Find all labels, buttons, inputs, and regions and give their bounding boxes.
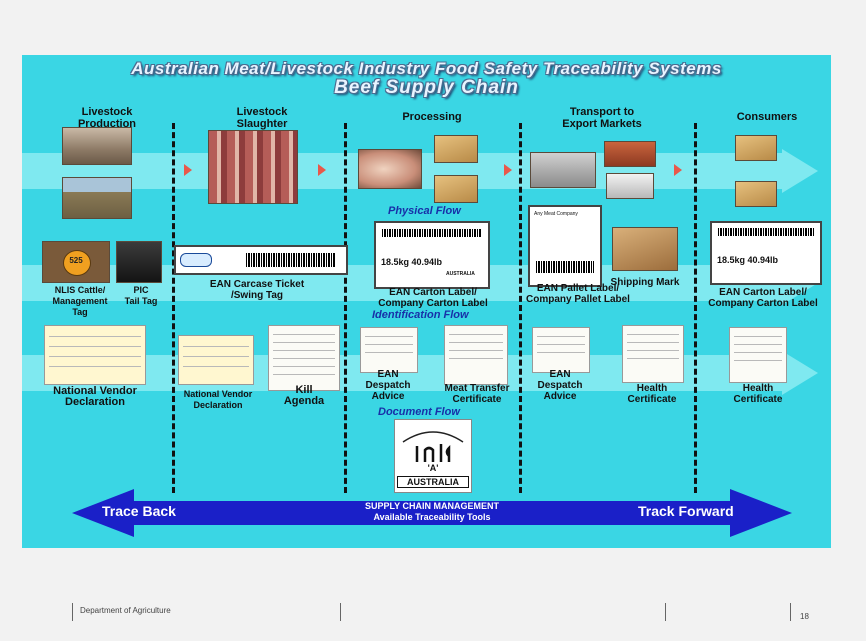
- health-certificate-image: [622, 325, 684, 383]
- carton-weight: 18.5kg 40.94lb: [717, 255, 779, 265]
- trace-back-arrowhead: [72, 489, 134, 537]
- nlis-tag-label: NLIS Cattle/ Management Tag: [52, 285, 108, 317]
- carton-mark: AUSTRALIA: [446, 271, 475, 277]
- slide-subtitle: Beef Supply Chain: [334, 77, 519, 98]
- halal-letter: 'A': [427, 463, 439, 473]
- processing-carton-label-image: 18.5kg 40.94lb AUSTRALIA: [374, 221, 490, 289]
- nvd-document-image: [44, 325, 146, 385]
- despatch-advice-image: [360, 327, 418, 373]
- carcase-ticket-image: [174, 245, 348, 275]
- consumer-carton-label: EAN Carton Label/ Company Carton Label: [708, 287, 818, 309]
- health-certificate-image: [729, 327, 787, 383]
- barcode-icon: [246, 253, 336, 267]
- slide: Australian Meat/Livestock Industry Food …: [22, 55, 831, 548]
- barcode-icon: [536, 261, 594, 273]
- shipping-mark-label: Shipping Mark: [610, 277, 680, 288]
- barcode-icon: [382, 229, 482, 237]
- traceability-tools-label: Available Traceability Tools: [373, 512, 491, 522]
- halal-logo: 'A' AUSTRALIA: [394, 419, 472, 493]
- meat-transfer-certificate-label: Meat Transfer Certificate: [444, 383, 510, 405]
- halal-country: AUSTRALIA: [397, 476, 469, 488]
- slide-title: Australian Meat/Livestock Industry Food …: [131, 59, 722, 78]
- footer-divider: [340, 603, 341, 621]
- tag-number: 525: [69, 256, 83, 265]
- carton-weight: 18.5kg 40.94lb: [381, 257, 443, 267]
- carcase-photo: [208, 130, 298, 204]
- meat-transfer-certificate-image: [444, 325, 508, 385]
- carton-photo: [735, 135, 777, 161]
- nlis-ear-tag-photo: 525: [42, 241, 110, 283]
- column-heading-transport: Transport to Export Markets: [562, 106, 642, 130]
- stage-arrow: [674, 164, 682, 176]
- physical-flow-label: Physical Flow: [388, 205, 461, 217]
- despatch-advice-transport-label: EAN Despatch Advice: [537, 369, 583, 402]
- truck-photo: [530, 152, 596, 188]
- trace-back-label: Trace Back: [102, 503, 176, 519]
- shipping-mark-photo: [612, 227, 678, 271]
- pallet-label: EAN Pallet Label/ Company Pallet Label: [526, 283, 630, 305]
- carton-photo: [735, 181, 777, 207]
- column-divider: [519, 123, 522, 493]
- carton-photo: [434, 135, 478, 163]
- footer-divider: [790, 603, 791, 621]
- footer-page-number: 18: [800, 612, 809, 621]
- column-heading-processing: Processing: [402, 111, 462, 123]
- tail-tag-photo: [116, 241, 162, 283]
- kill-agenda-label: Kill Agenda: [283, 384, 325, 407]
- despatch-advice-processing-label: EAN Despatch Advice: [365, 369, 411, 402]
- column-divider: [172, 123, 175, 493]
- nvd-document-image: [178, 335, 254, 385]
- meat-cut-photo: [358, 149, 422, 189]
- footer-divider: [665, 603, 666, 621]
- pallet-label-image: Any Meat Company: [528, 205, 602, 287]
- document-flow-label: Document Flow: [378, 406, 460, 418]
- arrow-body: [132, 501, 732, 525]
- despatch-advice-image: [532, 327, 590, 373]
- barcode-icon: [718, 228, 814, 236]
- supply-chain-management-label: SUPPLY CHAIN MANAGEMENT: [364, 501, 499, 511]
- physical-flow-band-tip: [782, 149, 818, 193]
- pic-tail-tag-label: PIC Tail Tag: [124, 285, 158, 306]
- column-divider: [344, 123, 347, 493]
- health-certificate-consumer-label: Health Certificate: [733, 383, 783, 405]
- footer-divider: [72, 603, 73, 621]
- cattle-photo: [62, 127, 132, 165]
- nvd-production-label: National Vendor Declaration: [53, 385, 137, 408]
- stage-arrow: [184, 164, 192, 176]
- track-forward-arrowhead: [730, 489, 792, 537]
- pallet-company: Any Meat Company: [534, 211, 578, 217]
- column-heading-consumers: Consumers: [736, 111, 798, 123]
- supply-chain-arrow: Trace Back SUPPLY CHAIN MANAGEMENT Avail…: [72, 489, 792, 537]
- swing-tag-hook-icon: [180, 253, 212, 267]
- health-certificate-transport-label: Health Certificate: [627, 383, 677, 405]
- feedlot-photo: [62, 177, 132, 219]
- carton-photo: [434, 175, 478, 203]
- container-photo: [606, 173, 654, 199]
- footer-department: Department of Agriculture: [80, 606, 171, 615]
- column-heading-livestock-slaughter: Livestock Slaughter: [236, 106, 288, 130]
- track-forward-label: Track Forward: [638, 503, 734, 519]
- carcase-ticket-label: EAN Carcase Ticket /Swing Tag: [209, 279, 305, 301]
- identification-flow-label: Identification Flow: [372, 309, 469, 321]
- stage-arrow: [318, 164, 326, 176]
- kill-agenda-image: [268, 325, 340, 391]
- consumer-carton-label-image: 18.5kg 40.94lb: [710, 221, 822, 285]
- nvd-slaughter-label: National Vendor Declaration: [183, 389, 253, 410]
- document-flow-band-tip: [782, 351, 818, 395]
- stage-arrow: [504, 164, 512, 176]
- ear-tag-icon: [63, 250, 91, 276]
- halal-emblem-icon: [402, 431, 464, 462]
- column-divider: [694, 123, 697, 493]
- container-photo: [604, 141, 656, 167]
- processing-carton-label: EAN Carton Label/ Company Carton Label: [378, 287, 488, 309]
